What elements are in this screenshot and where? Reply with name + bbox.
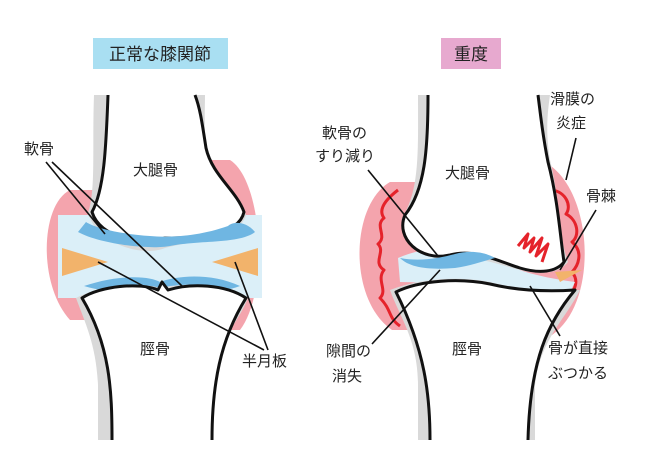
severe-synovium-inflamed-left <box>376 188 401 328</box>
severe-femur <box>401 94 566 273</box>
normal-meniscus-leader-1 <box>97 261 265 351</box>
severe-pain-lightning-icon <box>516 232 550 263</box>
severe-cartilage-wear-label-2: すり減り <box>315 147 375 165</box>
severe-title: 重度 <box>454 45 488 65</box>
severe-synovitis-label-2: 炎症 <box>556 114 586 132</box>
severe-cartilage-wear-leader <box>367 169 439 257</box>
normal-title-box <box>93 38 228 69</box>
normal-title: 正常な膝関節 <box>109 45 211 65</box>
normal-tibia-label: 脛骨 <box>140 340 170 358</box>
severe-bone-contact-leader <box>529 285 561 337</box>
severe-bone-contact-label-2: ぶつかる <box>548 364 608 382</box>
severe-bone-contact-label-1: 骨が直接 <box>548 339 608 357</box>
normal-knee-panel: 軟骨 大腿骨 脛骨 半月板 正常な膝関節 <box>24 38 287 441</box>
severe-synovitis-label-1: 滑膜の <box>550 90 595 108</box>
severe-space-loss-label-1: 隙間の <box>326 342 371 360</box>
normal-cartilage-leader-1 <box>45 161 106 235</box>
normal-meniscus-left <box>62 248 108 276</box>
normal-tibia <box>80 280 248 441</box>
severe-femoral-cartilage <box>400 251 495 269</box>
normal-femoral-cartilage <box>78 222 255 248</box>
normal-cartilage-label: 軟骨 <box>24 140 54 158</box>
severe-title-box <box>441 38 501 69</box>
severe-knee-panel: 軟骨の すり減り 大腿骨 滑膜の 炎症 骨棘 隙間の 消失 脛骨 骨が直接 ぶつ… <box>315 38 616 441</box>
normal-meniscus-leader-2 <box>234 261 269 351</box>
normal-meniscus-label: 半月板 <box>242 352 287 370</box>
severe-osteophyte-leader <box>559 209 597 271</box>
severe-tibia <box>394 279 577 441</box>
severe-osteophyte-label: 骨棘 <box>586 187 616 205</box>
severe-space-loss-label-2: 消失 <box>332 367 362 385</box>
severe-space-loss-leader <box>371 269 441 345</box>
normal-femur-label: 大腿骨 <box>133 161 178 179</box>
severe-femur-label: 大腿骨 <box>445 164 490 182</box>
severe-cartilage-wear-label-1: 軟骨の <box>322 124 367 142</box>
severe-meniscus-remnant <box>555 270 582 282</box>
severe-tibia-label: 脛骨 <box>452 340 482 358</box>
normal-cartilage-leader-2 <box>51 161 183 287</box>
severe-synovitis-leader <box>565 137 577 181</box>
